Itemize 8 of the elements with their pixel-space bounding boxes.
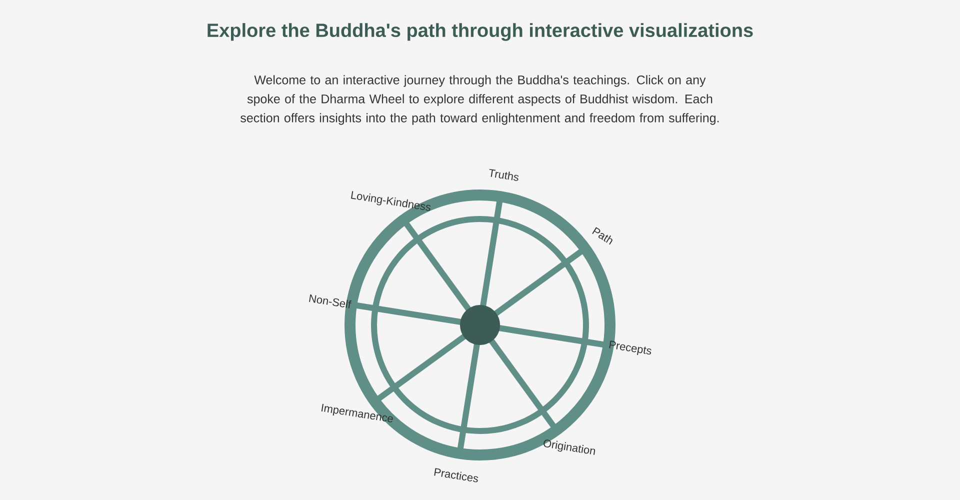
spoke-label: Non-Self bbox=[309, 294, 352, 308]
intro-paragraph: Welcome to an interactive journey through the Buddha's teachings. Click on any spoke of the Dharma Wheel to explore different aspects of Buddhist wisdom. Each section offers insights into the path toward enlightenment and freedom from suffering. bbox=[240, 75, 719, 125]
spoke-label: Truths bbox=[489, 168, 519, 181]
spoke-label: Path bbox=[592, 227, 612, 245]
spoke-label: Practices bbox=[434, 468, 478, 482]
spoke-label: Precepts bbox=[609, 340, 652, 355]
title: Explore the Buddha's path through interactive visualizations bbox=[208, 23, 753, 41]
spoke-label: Origination bbox=[544, 440, 596, 455]
